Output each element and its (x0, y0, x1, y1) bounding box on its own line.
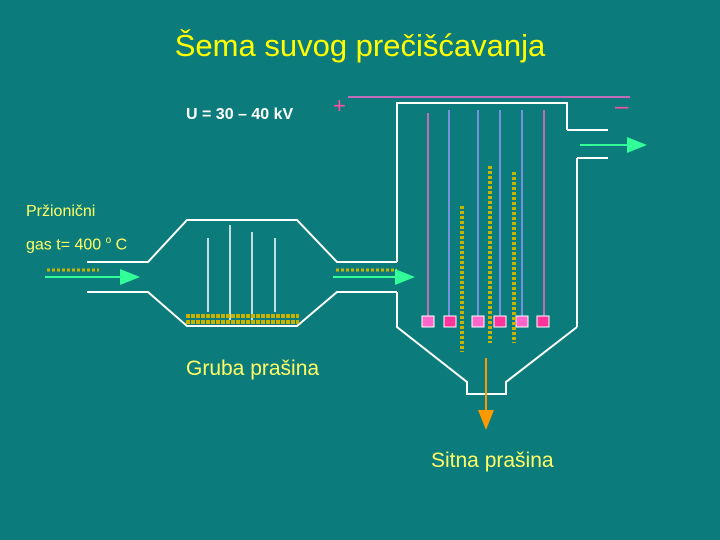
weight-2 (443, 315, 457, 328)
electrode-weights (421, 315, 550, 328)
inlet-gas-label: Pržionični (26, 203, 96, 220)
weight-3 (471, 315, 485, 328)
positive-terminal-label: + (333, 93, 346, 118)
precipitator-housing (396, 102, 608, 395)
collecting-plates (460, 166, 516, 352)
coarse-dust-label: Gruba prašina (186, 357, 320, 380)
coarse-dust-deposit (186, 314, 299, 324)
inlet-temperature-label: gas t= 400 o C (26, 235, 128, 254)
chamber-top-wall (87, 219, 397, 263)
weight-6 (536, 315, 550, 328)
voltage-label: U = 30 – 40 kV (186, 106, 294, 123)
diagram-title: Šema suvog prečišćavanja (174, 28, 546, 63)
weight-4 (493, 315, 507, 328)
negative-terminal-label: – (615, 93, 629, 120)
settling-chamber (87, 219, 397, 327)
chamber-bottom-wall (87, 291, 397, 327)
housing-left-wall (396, 102, 568, 262)
hopper-left (396, 292, 578, 395)
chamber-baffles (207, 225, 276, 320)
weight-5 (515, 315, 529, 328)
flow-arrows (45, 137, 647, 285)
discharge-electrodes (427, 110, 545, 317)
weight-1 (421, 315, 435, 328)
fine-dust-label: Sitna prašina (431, 449, 554, 472)
